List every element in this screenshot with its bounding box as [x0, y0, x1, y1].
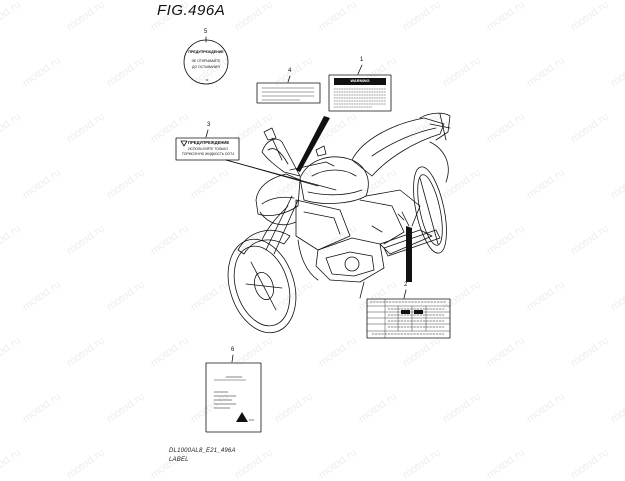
label-4-drawing: [256, 75, 321, 104]
callout-2: 2: [404, 282, 408, 288]
label-3-drawing: [175, 129, 240, 161]
label-2-drawing: [366, 289, 451, 339]
label-1-drawing: [328, 64, 392, 112]
label-5-line-2: НЕ ОТКРЫВАЙТЕ: [191, 59, 221, 63]
figure-title: FIG.496A: [157, 2, 226, 19]
label-5-drawing: [183, 36, 229, 85]
label-3-line-2: ТОРМОЗНУЮ ЖИДКОСТЬ DOT4: [181, 152, 235, 156]
label-5-line-3: ДО ОСТЫВАНИЯ: [192, 65, 220, 69]
callout-4: 4: [288, 68, 292, 74]
label-6-drawing: [205, 354, 262, 433]
callout-3: 3: [207, 122, 211, 128]
callout-5: 5: [204, 29, 208, 35]
footer-section-name: LABEL: [169, 457, 189, 463]
callout-1: 1: [360, 57, 364, 63]
label-3-header: ПРЕДУПРЕЖДЕНИЕ: [188, 140, 230, 145]
parts-diagram-svg: [175, 36, 451, 433]
leader-arrow-label-2: [406, 226, 412, 282]
callout-6: 6: [231, 347, 235, 353]
footer-figure-code: DL1000AL8_E21_496A: [169, 448, 236, 454]
label-5-line-1: ПРЕДУПРЕЖДЕНИЕ: [188, 50, 224, 54]
motorcycle-drawing: [227, 112, 451, 334]
label-3-line-1: ИСПОЛЬЗУЙТЕ ТОЛЬКО: [188, 147, 228, 151]
leader-lines: [205, 79, 337, 191]
leader-arrow-label-1: [296, 116, 330, 172]
label-1-header: WARNING: [350, 78, 370, 83]
